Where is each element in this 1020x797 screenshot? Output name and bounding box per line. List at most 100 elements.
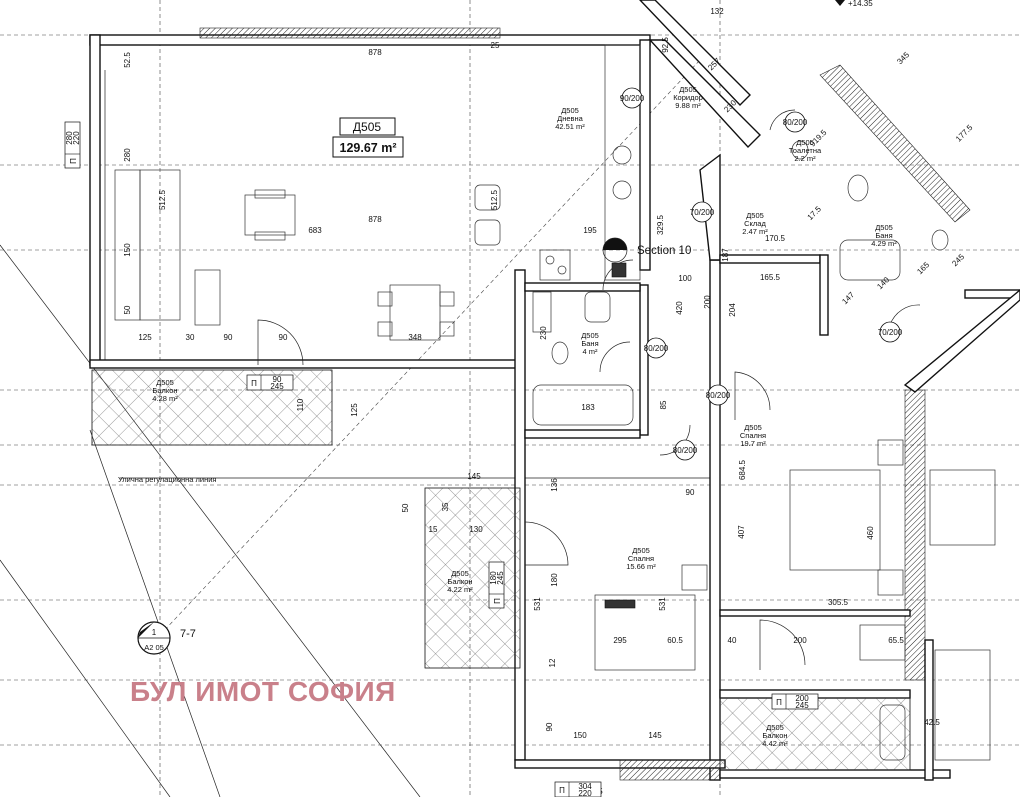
room-type: Спалня <box>740 431 766 440</box>
dimension-label: 195 <box>583 226 597 235</box>
dimension-label: 50 <box>401 503 410 512</box>
dimension-label: 407 <box>737 525 746 539</box>
window-tag-type: П <box>493 598 502 604</box>
apartment-label: Д505 129.67 m² <box>332 117 404 158</box>
window-tag-height: 220 <box>72 131 81 145</box>
window-tag-type: П <box>776 698 782 707</box>
dimension-label: 90 <box>545 722 554 731</box>
window-tag-height: 245 <box>270 382 284 391</box>
apartment-area: 129.67 m² <box>340 141 397 155</box>
dimension-label: 200 <box>703 295 712 309</box>
door-tag-circle <box>645 337 667 359</box>
dimension-label: 125 <box>138 333 152 342</box>
dimension-label: 90 <box>279 333 288 342</box>
room-area: 42.51 m² <box>555 122 585 131</box>
dimension-label: 165.5 <box>760 273 781 282</box>
dimension-label: 531 <box>658 597 667 611</box>
door-tag: 70/200 <box>878 328 903 337</box>
window-tag-width: 90 <box>273 375 282 384</box>
door-tag: 80/200 <box>644 344 669 353</box>
room-type: Склад <box>744 219 766 228</box>
dimension-label: 684.5 <box>738 459 747 480</box>
elevation-mark: +14.35 <box>835 0 873 8</box>
dimension-label: 147 <box>840 290 856 306</box>
window-tag-width: 304 <box>578 782 592 791</box>
room-area: 4.29 m² <box>871 239 897 248</box>
dimension-label: 40 <box>728 636 737 645</box>
dimension-label: 280 <box>123 148 132 162</box>
dimension-label: 245 <box>950 252 966 268</box>
room-type: Тоалетна <box>789 146 822 155</box>
dimension-label: 30 <box>186 333 195 342</box>
dimension-label: 187 <box>721 248 730 262</box>
room-area: 4.42 m² <box>762 739 788 748</box>
dimension-label: 177.5 <box>954 123 975 144</box>
window-tag-type: П <box>251 379 257 388</box>
room-name: Д505 <box>451 569 469 578</box>
apartment-name: Д505 <box>353 120 381 134</box>
dimension-label: 150 <box>123 243 132 257</box>
dimension-label: 90 <box>686 488 695 497</box>
dimension-label: 132 <box>710 7 724 16</box>
room-name: Д505 <box>875 223 893 232</box>
door-tag: 80/200 <box>673 446 698 455</box>
window-tag-type: П <box>559 786 565 795</box>
regulation-line-label: Улична регулационна линия <box>118 475 217 484</box>
door-tag-circle <box>707 384 729 406</box>
dimension-label: 42.5 <box>924 718 940 727</box>
dimension-label: 145 <box>467 472 481 481</box>
dimension-label: 17.5 <box>806 204 824 222</box>
dimension-label: 25 <box>491 41 500 50</box>
window-tag-box <box>771 693 819 710</box>
door-tag-circle <box>879 321 901 343</box>
room-type: Коридор <box>673 93 703 102</box>
room-area: 9.88 m² <box>675 101 701 110</box>
window-tag-width: 200 <box>795 694 809 703</box>
room-type: Баня <box>875 231 892 240</box>
watermark: БУЛ ИМОТ СОФИЯ <box>130 676 396 707</box>
dimension-label: 420 <box>675 301 684 315</box>
dimension-label: 100 <box>678 274 692 283</box>
room-name: Д505 <box>766 723 784 732</box>
room-area: 19.7 m² <box>740 439 766 448</box>
doors <box>257 109 921 670</box>
dimension-label: 878 <box>368 215 382 224</box>
section-marker: 1 A2 05 7-7 <box>137 621 196 655</box>
elevation-label: +14.35 <box>848 0 873 8</box>
dimension-label: 35 <box>441 502 450 511</box>
room-area: 4 m² <box>583 347 599 356</box>
room-area: 2.2 m² <box>794 154 816 163</box>
room-type: Спалня <box>628 554 654 563</box>
dimension-label: 460 <box>866 526 875 540</box>
marker-number: 1 <box>152 628 157 637</box>
door-tag-circle <box>691 201 713 223</box>
dimension-label: 15 <box>429 525 438 534</box>
window-tag-height: 245 <box>496 571 505 585</box>
dimension-label: 125 <box>350 403 359 417</box>
dimension-label: 180 <box>550 573 559 587</box>
room-name: Д505 <box>632 546 650 555</box>
dimension-label: 92.5 <box>661 37 670 53</box>
room-area: 15.66 m² <box>626 562 656 571</box>
door-tag-circle <box>784 111 806 133</box>
room-type: Балкон <box>447 577 472 586</box>
window-tag-box <box>488 561 505 609</box>
room-type: Баня <box>581 339 598 348</box>
window-tag-box <box>554 781 602 797</box>
dimension-label: 130 <box>469 525 483 534</box>
window-tag-box <box>246 374 294 391</box>
window-tag-width: 280 <box>65 131 74 145</box>
room-area: 2.47 m² <box>742 227 768 236</box>
dimension-label: 110 <box>296 398 305 411</box>
room-type: Балкон <box>152 386 177 395</box>
dimension-label: 140 <box>875 275 891 291</box>
dimension-label: 295 <box>613 636 627 645</box>
door-tag: 80/200 <box>706 391 731 400</box>
room-area: 4.28 m² <box>152 394 178 403</box>
dimension-label: 878 <box>368 48 382 57</box>
dimension-label: 683 <box>308 226 322 235</box>
